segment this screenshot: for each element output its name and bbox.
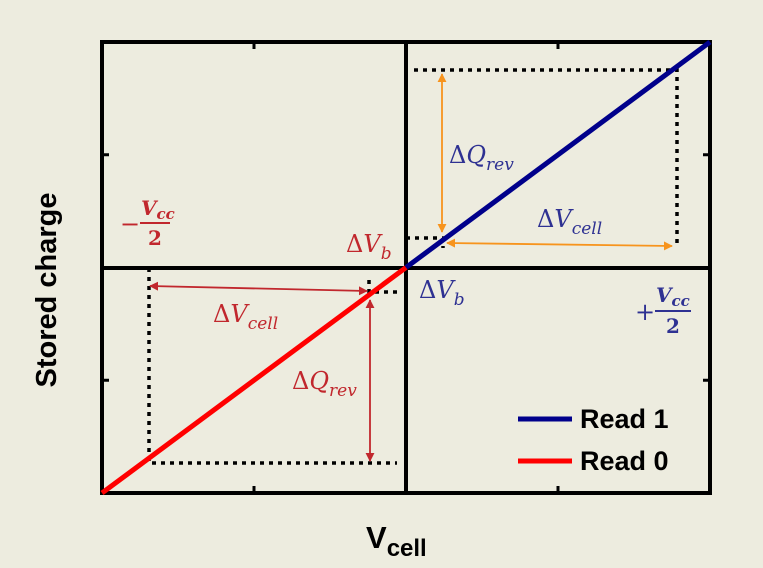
dq-rev-pos-label: ΔQrev xyxy=(449,141,514,175)
neg-vcc-numerator: Vcc xyxy=(141,196,175,223)
dv-b-pos-label: ΔVb xyxy=(419,276,465,310)
guide-lower-rect xyxy=(147,268,397,465)
neg-vcc-denominator: 2 xyxy=(148,226,162,250)
neg-vcc-sign: − xyxy=(120,210,140,238)
legend-label-read-1: Read 1 xyxy=(580,404,669,434)
dv-cell-neg-arrow xyxy=(149,281,368,296)
y-axis-title: Stored charge xyxy=(31,193,63,388)
series-line-read-1 xyxy=(404,39,712,270)
legend-label-read-0: Read 0 xyxy=(580,446,669,476)
x-axis-title: Vcell xyxy=(366,520,427,562)
legend: Read 1 Read 0 xyxy=(518,404,669,476)
series-group xyxy=(100,39,712,496)
dv-b-neg-label: ΔVb xyxy=(346,230,392,264)
pos-vcc-denominator: 2 xyxy=(666,314,680,338)
annotation-arrows xyxy=(149,73,673,462)
dv-cell-pos-label: ΔVcell xyxy=(537,205,602,239)
pos-vcc-sign: + xyxy=(635,298,655,326)
dv-cell-neg-label: ΔVcell xyxy=(213,300,278,334)
pos-vcc-numerator: Vcc xyxy=(656,283,690,310)
guide-upper-rect xyxy=(414,68,679,248)
pos-vcc-half-label: + Vcc 2 xyxy=(635,283,691,338)
series-line-read-0 xyxy=(100,265,408,496)
dv-cell-pos-arrow xyxy=(446,238,673,251)
axis-ticks xyxy=(102,42,710,493)
neg-vcc-half-label: − Vcc 2 xyxy=(120,196,175,250)
dq-rev-neg-label: ΔQrev xyxy=(292,367,357,401)
